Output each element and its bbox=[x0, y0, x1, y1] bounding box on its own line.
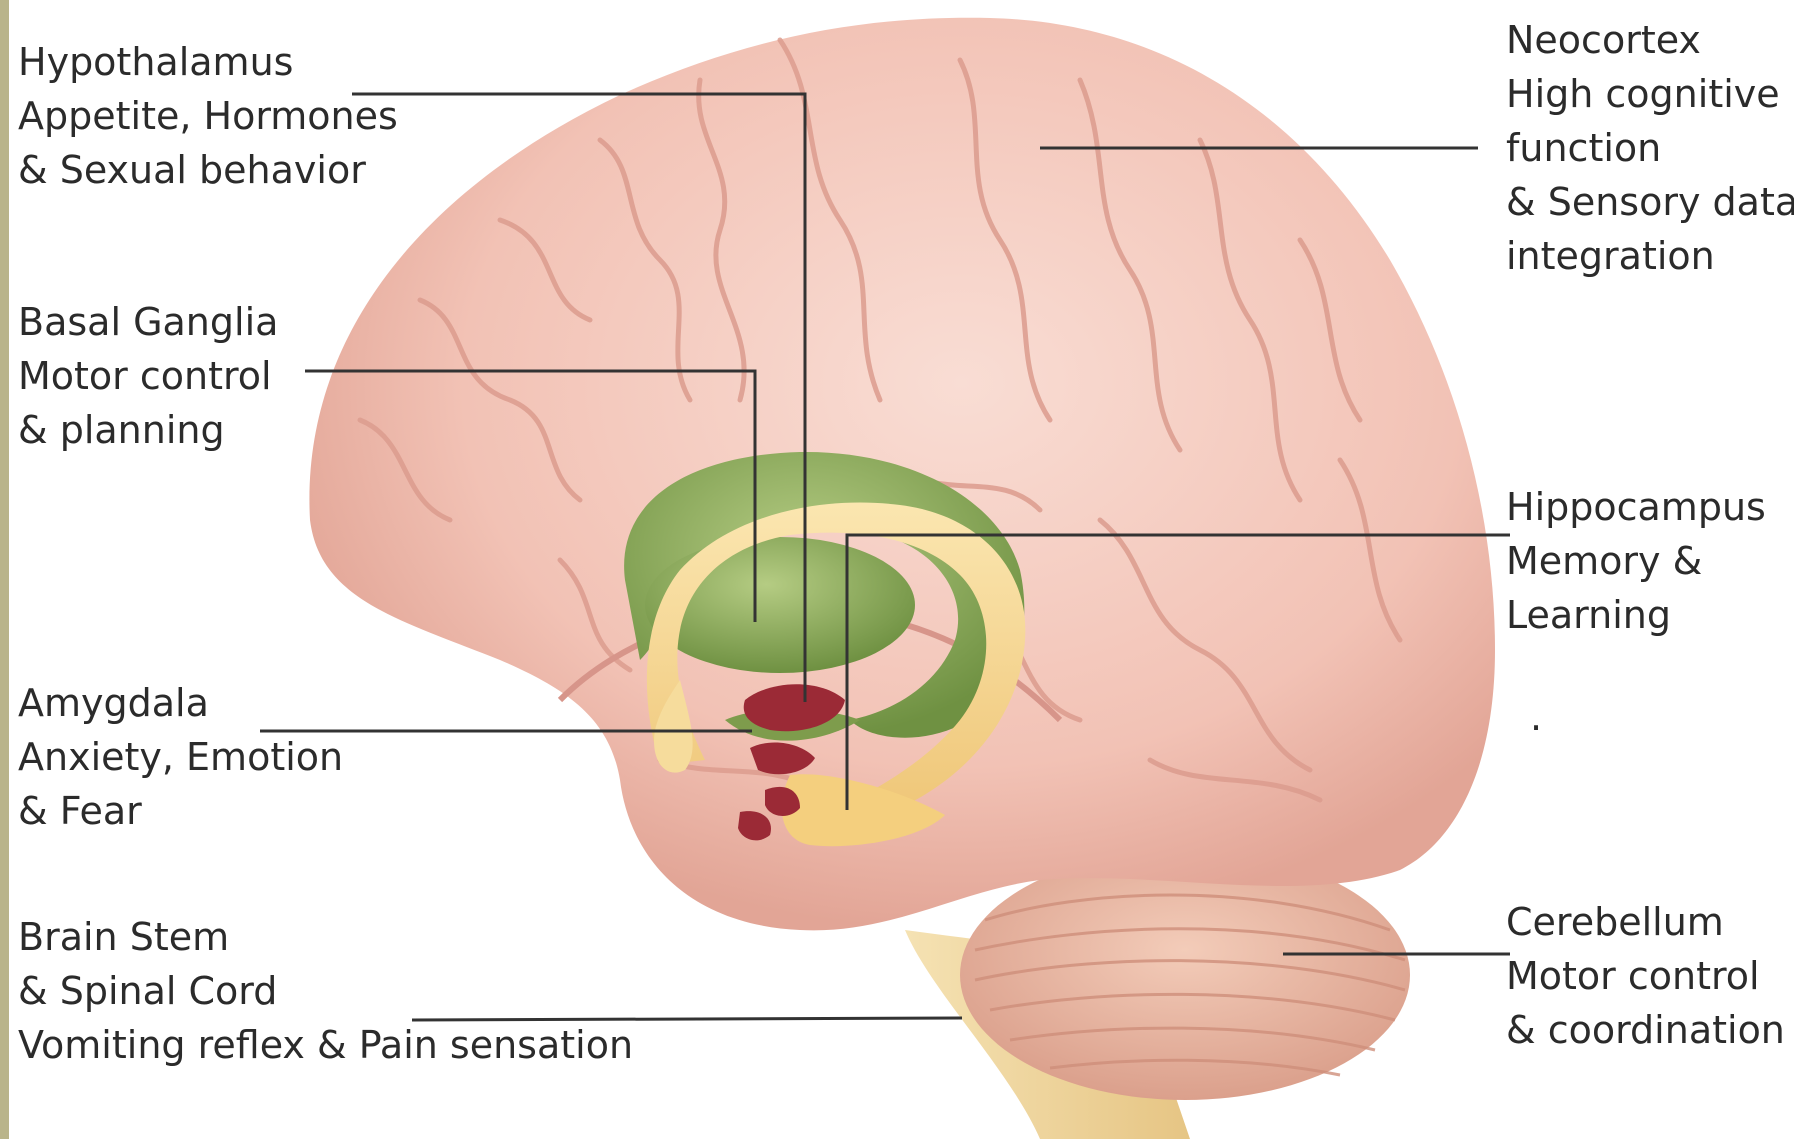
brain-stem-line-2: Vomiting reflex & Pain sensation bbox=[18, 1018, 633, 1072]
cerebellum-line-2: & coordination bbox=[1506, 1003, 1785, 1057]
amygdala-title: Amygdala bbox=[18, 676, 343, 730]
stray-mark: . bbox=[1530, 695, 1542, 739]
brain-stem-label: Brain Stem & Spinal Cord Vomiting reflex… bbox=[18, 910, 633, 1072]
neocortex-line-2: function bbox=[1506, 121, 1794, 175]
hippocampus-title: Hippocampus bbox=[1506, 480, 1766, 534]
hypothalamus-line-2: & Sexual behavior bbox=[18, 143, 398, 197]
hippocampus-label: Hippocampus Memory & Learning bbox=[1506, 480, 1766, 642]
hippocampus-line-2: Learning bbox=[1506, 588, 1766, 642]
neocortex-title: Neocortex bbox=[1506, 13, 1794, 67]
brain-stem-title: Brain Stem bbox=[18, 910, 633, 964]
amygdala-line-1: Anxiety, Emotion bbox=[18, 730, 343, 784]
hippocampus-line-1: Memory & bbox=[1506, 534, 1766, 588]
basal-ganglia-line-1: Motor control bbox=[18, 349, 278, 403]
neocortex-line-1: High cognitive bbox=[1506, 67, 1794, 121]
cerebellum-label: Cerebellum Motor control & coordination bbox=[1506, 895, 1785, 1057]
basal-ganglia-title: Basal Ganglia bbox=[18, 295, 278, 349]
hypothalamus-title: Hypothalamus bbox=[18, 35, 398, 89]
cerebellum-line-1: Motor control bbox=[1506, 949, 1785, 1003]
neocortex-line-3: & Sensory data bbox=[1506, 175, 1794, 229]
neocortex-line-4: integration bbox=[1506, 229, 1794, 283]
basal-ganglia-line-2: & planning bbox=[18, 403, 278, 457]
amygdala-label: Amygdala Anxiety, Emotion & Fear bbox=[18, 676, 343, 838]
brain-stem-line-1: & Spinal Cord bbox=[18, 964, 633, 1018]
cerebellum-title: Cerebellum bbox=[1506, 895, 1785, 949]
amygdala-line-2: & Fear bbox=[18, 784, 343, 838]
hypothalamus-line-1: Appetite, Hormones bbox=[18, 89, 398, 143]
basal-ganglia-label: Basal Ganglia Motor control & planning bbox=[18, 295, 278, 457]
hypothalamus-label: Hypothalamus Appetite, Hormones & Sexual… bbox=[18, 35, 398, 197]
neocortex-label: Neocortex High cognitive function & Sens… bbox=[1506, 13, 1794, 283]
